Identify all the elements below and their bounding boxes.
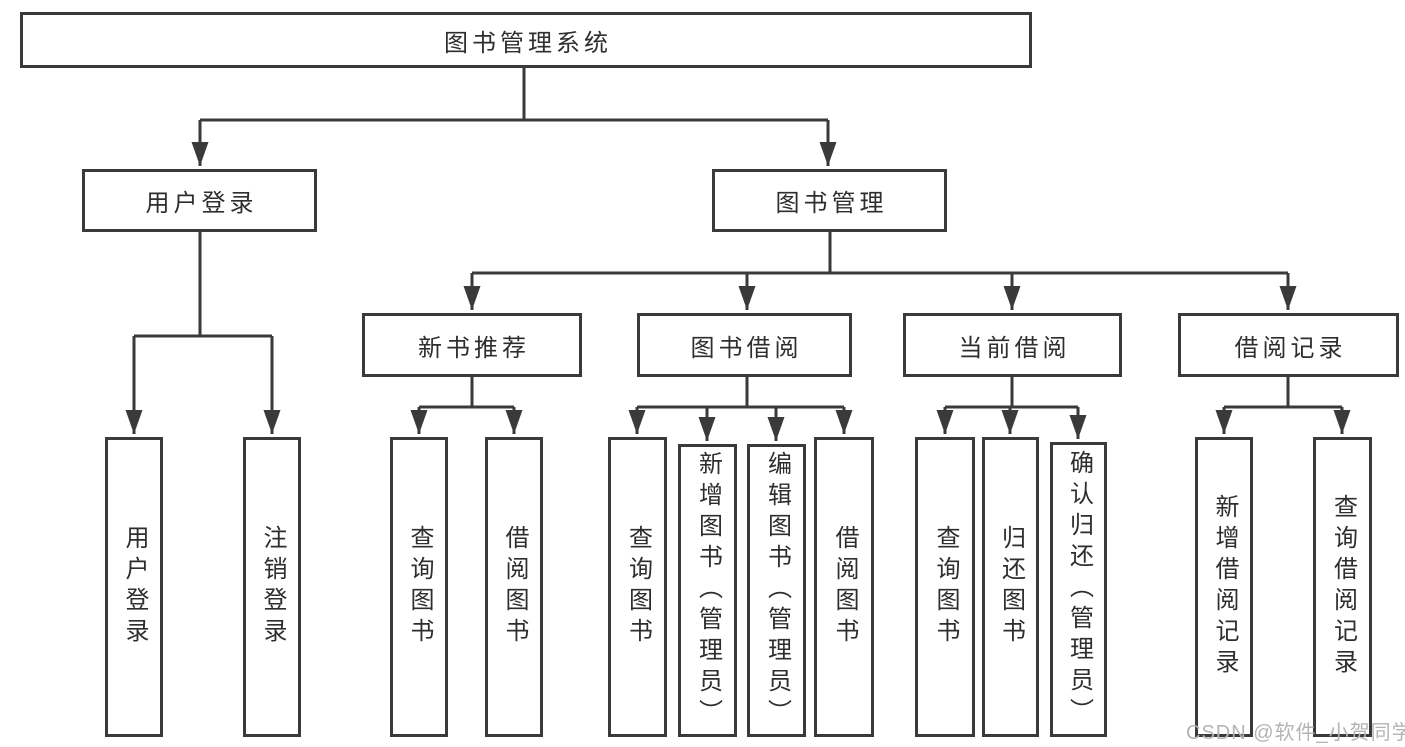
leaf-query-books-current: 查询图书 (915, 437, 975, 737)
leaf-query-borrow-record: 查询借阅记录 (1313, 437, 1372, 737)
node-label: 新增图书（管理员） (694, 451, 722, 730)
leaf-query-books-borrow: 查询图书 (608, 437, 667, 737)
node-label: 借阅图书 (831, 525, 858, 649)
node-label: 归还图书 (997, 525, 1025, 649)
node-borrowing-records: 借阅记录 (1178, 313, 1399, 377)
node-label: 用户登录 (145, 190, 258, 217)
leaf-user-login: 用户登录 (105, 437, 163, 737)
node-label: 新书推荐 (418, 334, 530, 362)
connector-bookborrow-leaves (628, 377, 853, 441)
node-label: 查询图书 (624, 525, 652, 649)
node-label: 查询借阅记录 (1329, 494, 1357, 680)
leaf-logout: 注销登录 (243, 437, 301, 737)
node-user-login: 用户登录 (82, 169, 317, 232)
connector-currentborrow-leaves (936, 377, 1087, 439)
csdn-watermark: CSDN @软件_小贺同学 (1186, 722, 1405, 744)
node-label: 当前借阅 (958, 334, 1071, 362)
leaf-add-books-admin: 新增图书（管理员） (678, 444, 737, 737)
node-new-book-recommendation: 新书推荐 (362, 313, 582, 377)
node-label: 注销登录 (259, 525, 286, 649)
leaf-borrow-books: 借阅图书 (814, 437, 874, 737)
node-label: 图书管理系统 (444, 29, 612, 57)
leaf-return-books: 归还图书 (982, 437, 1039, 737)
node-label: 查询图书 (932, 525, 959, 649)
connector-root-to-level2 (191, 68, 837, 166)
node-label: 借阅图书 (501, 525, 528, 649)
node-current-borrowing: 当前借阅 (903, 313, 1122, 377)
node-label: 新增借阅记录 (1211, 494, 1238, 680)
node-label: 图书管理 (775, 190, 888, 217)
leaf-edit-books-admin: 编辑图书（管理员） (747, 444, 806, 737)
node-library-management-system: 图书管理系统 (20, 12, 1032, 68)
leaf-confirm-return-admin: 确认归还（管理员） (1050, 442, 1107, 737)
connector-bookmgmt-to-level3 (463, 232, 1297, 310)
leaf-query-books-recommend: 查询图书 (390, 437, 448, 737)
node-label: 确认归还（管理员） (1065, 450, 1093, 729)
node-label: 用户登录 (121, 525, 148, 649)
node-label: 编辑图书（管理员） (763, 451, 791, 730)
node-book-management: 图书管理 (712, 169, 947, 232)
leaf-add-borrow-record: 新增借阅记录 (1195, 437, 1253, 737)
node-label: 查询图书 (406, 525, 433, 649)
connector-newbook-leaves (410, 377, 523, 434)
connector-borrowrecord-leaves (1215, 377, 1351, 434)
node-label: 图书借阅 (690, 334, 803, 362)
leaf-borrow-books-recommend: 借阅图书 (485, 437, 543, 737)
node-label: 借阅记录 (1234, 334, 1347, 362)
node-book-borrowing: 图书借阅 (637, 313, 852, 377)
connector-userlogin-leaves (125, 232, 281, 434)
